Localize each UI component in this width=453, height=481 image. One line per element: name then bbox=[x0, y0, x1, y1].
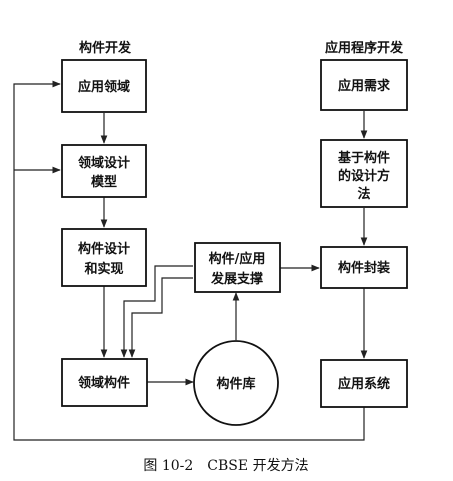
node-component-design-line1: 构件设计 bbox=[78, 241, 130, 257]
lane-title-application-dev: 应用程序开发 bbox=[325, 40, 404, 56]
node-domain-design-line2: 模型 bbox=[91, 174, 117, 190]
node-app-requirements-label: 应用需求 bbox=[338, 78, 391, 94]
node-app-requirements: 应用需求 bbox=[320, 59, 408, 111]
figure-caption: 图 10-2 CBSE 开发方法 bbox=[143, 458, 308, 474]
node-component-based-method-line1: 基于构件 bbox=[337, 150, 390, 166]
edge-support-to-impl bbox=[120, 265, 193, 358]
node-app-system: 应用系统 bbox=[320, 359, 408, 408]
edge-support-to-impl-2 bbox=[128, 277, 193, 358]
node-packaging: 构件封装 bbox=[320, 246, 408, 289]
node-support: 构件/应用 发展支撑 bbox=[194, 242, 281, 293]
node-domain-design-line1: 领域设计 bbox=[78, 155, 130, 171]
node-component-based-method: 基于构件 的设计方 法 bbox=[320, 139, 408, 208]
edges bbox=[13, 80, 368, 441]
node-support-line2: 发展支撑 bbox=[210, 271, 263, 287]
node-component-design-line2: 和实现 bbox=[84, 261, 123, 277]
node-support-line1: 构件/应用 bbox=[209, 251, 266, 267]
node-component-based-method-line2: 的设计方 bbox=[338, 168, 390, 184]
node-component-based-method-line3: 法 bbox=[357, 186, 370, 202]
node-domain-label: 应用领域 bbox=[78, 79, 130, 95]
node-domain-components: 领域构件 bbox=[61, 358, 148, 407]
node-domain-design: 领域设计 模型 bbox=[61, 144, 147, 198]
node-packaging-label: 构件封装 bbox=[338, 260, 390, 276]
node-domain-components-label: 领域构件 bbox=[78, 375, 130, 391]
lane-title-component-dev: 构件开发 bbox=[79, 40, 132, 56]
node-component-design: 构件设计 和实现 bbox=[61, 228, 147, 287]
node-library-label: 构件库 bbox=[216, 376, 255, 392]
node-library: 构件库 bbox=[193, 340, 279, 426]
edge-feedback-loop bbox=[13, 80, 365, 441]
node-app-system-label: 应用系统 bbox=[338, 376, 390, 392]
node-domain: 应用领域 bbox=[61, 59, 147, 113]
